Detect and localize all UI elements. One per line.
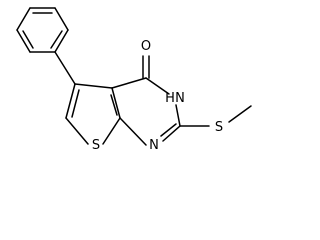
bond xyxy=(16,7,31,31)
atom-nh-hydrogen: H xyxy=(165,91,175,106)
bond xyxy=(54,29,69,53)
double-bond-inner xyxy=(110,94,118,116)
phenyl-ring xyxy=(16,7,69,53)
atom-exo-sulfur: S xyxy=(215,120,223,135)
bond xyxy=(175,104,181,127)
bond xyxy=(65,117,89,145)
methyl-bond xyxy=(228,105,252,123)
bond xyxy=(74,83,113,89)
pyrimidinone-ring xyxy=(111,55,181,146)
atom-oxygen: O xyxy=(141,39,151,54)
bond xyxy=(111,77,147,89)
bond xyxy=(65,83,76,119)
structure-canvas: O H N N S S xyxy=(16,7,252,153)
bond xyxy=(102,117,121,145)
bond xyxy=(16,29,31,53)
thiophene-ring xyxy=(65,83,121,145)
atom-ring-nitrogen: N xyxy=(149,138,159,153)
bond xyxy=(54,7,69,31)
bond xyxy=(162,125,181,142)
atom-nh-nitrogen: N xyxy=(175,91,185,106)
double-bond-inner xyxy=(71,89,80,118)
bond xyxy=(54,51,76,85)
chemical-structure: O H N N S S xyxy=(16,7,252,153)
double-bond-inner xyxy=(22,30,34,49)
double-bond-inner xyxy=(50,30,63,49)
bond xyxy=(145,77,170,95)
double-bond-inner xyxy=(160,123,177,137)
bond xyxy=(111,87,121,119)
atom-ring-sulfur: S xyxy=(92,138,100,153)
bond xyxy=(119,117,147,146)
